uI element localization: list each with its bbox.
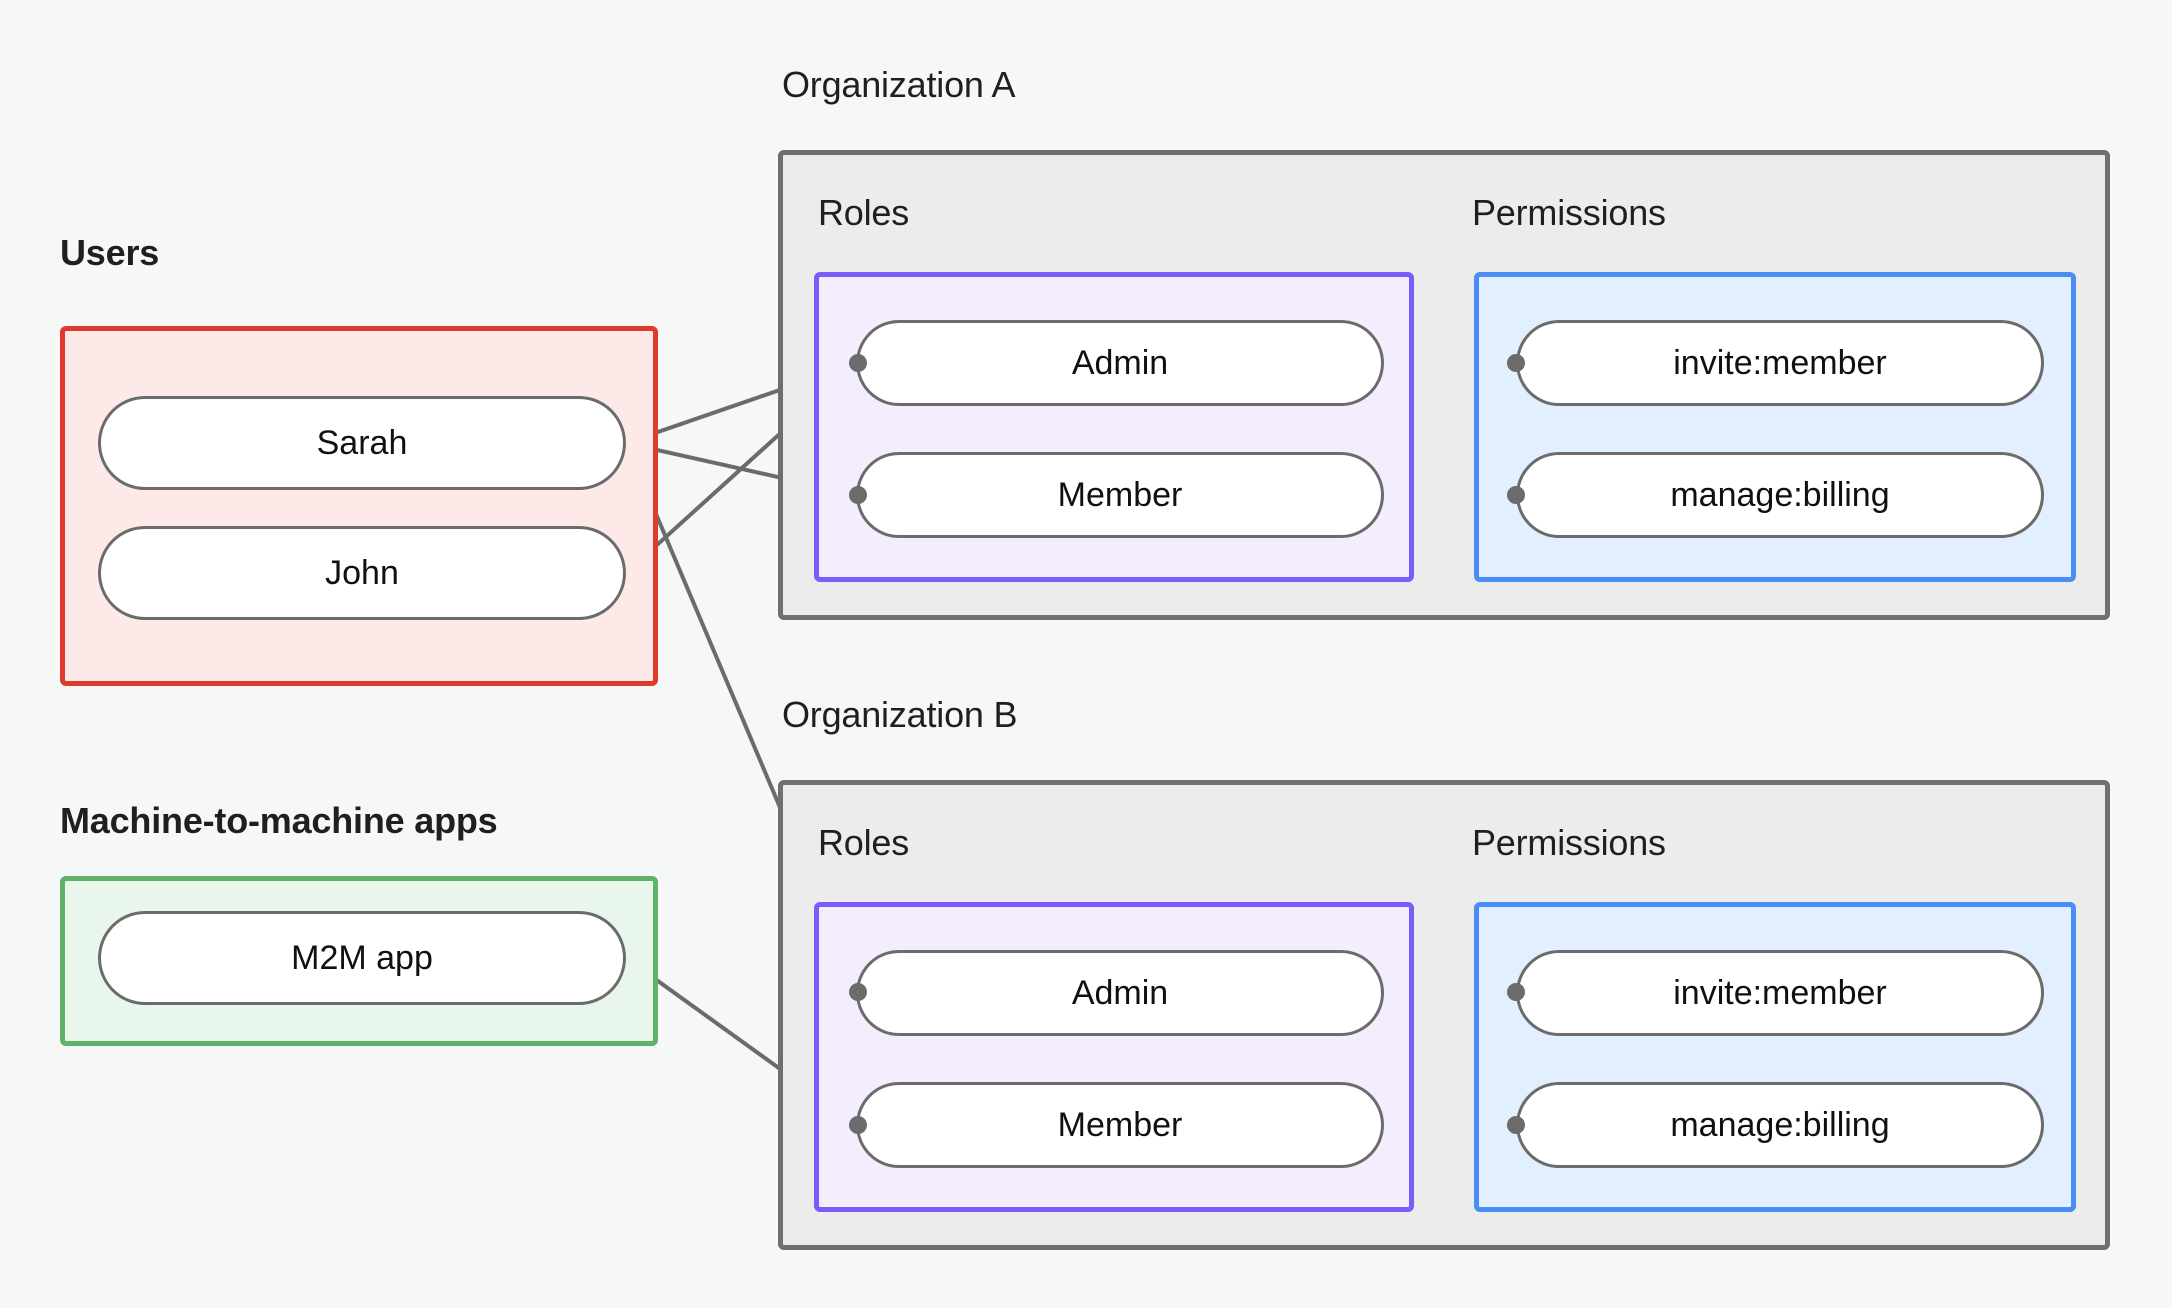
connector-dot-orgB-invite-member-left: [1507, 983, 1525, 1001]
users-section-title: Users: [60, 232, 160, 273]
orgA-pill-permission-manage-billing[interactable]: manage:billing: [1516, 452, 2044, 538]
connector-dot-orgB-manage-billing-left: [1507, 1116, 1525, 1134]
connector-dot-orgA-invite-member-left: [1507, 354, 1525, 372]
users-group-box: [60, 326, 658, 686]
organization-b-title: Organization B: [782, 694, 1018, 735]
orgA-pill-role-member[interactable]: Member: [856, 452, 1384, 538]
connector-dot-orgA-member-left: [849, 486, 867, 504]
pill-user-john[interactable]: John: [98, 526, 626, 620]
connector-dot-orgA-manage-billing-left: [1507, 486, 1525, 504]
orgA-pill-permission-invite-member[interactable]: invite:member: [1516, 320, 2044, 406]
orgB-pill-role-admin[interactable]: Admin: [856, 950, 1384, 1036]
orgA-permissions-title: Permissions: [1472, 192, 1666, 233]
pill-m2m-app[interactable]: M2M app: [98, 911, 626, 1005]
pill-user-sarah[interactable]: Sarah: [98, 396, 626, 490]
orgB-pill-permission-invite-member[interactable]: invite:member: [1516, 950, 2044, 1036]
connector-dot-orgB-member-left: [849, 1116, 867, 1134]
orgB-pill-permission-manage-billing[interactable]: manage:billing: [1516, 1082, 2044, 1168]
orgB-pill-role-member[interactable]: Member: [856, 1082, 1384, 1168]
orgA-pill-role-admin[interactable]: Admin: [856, 320, 1384, 406]
organization-a-title: Organization A: [782, 64, 1016, 105]
orgB-permissions-title: Permissions: [1472, 822, 1666, 863]
orgB-roles-title: Roles: [818, 822, 910, 863]
connector-dot-orgA-admin-left: [849, 354, 867, 372]
m2m-section-title: Machine-to-machine apps: [60, 800, 498, 841]
orgA-roles-title: Roles: [818, 192, 910, 233]
connector-dot-orgB-admin-left: [849, 983, 867, 1001]
